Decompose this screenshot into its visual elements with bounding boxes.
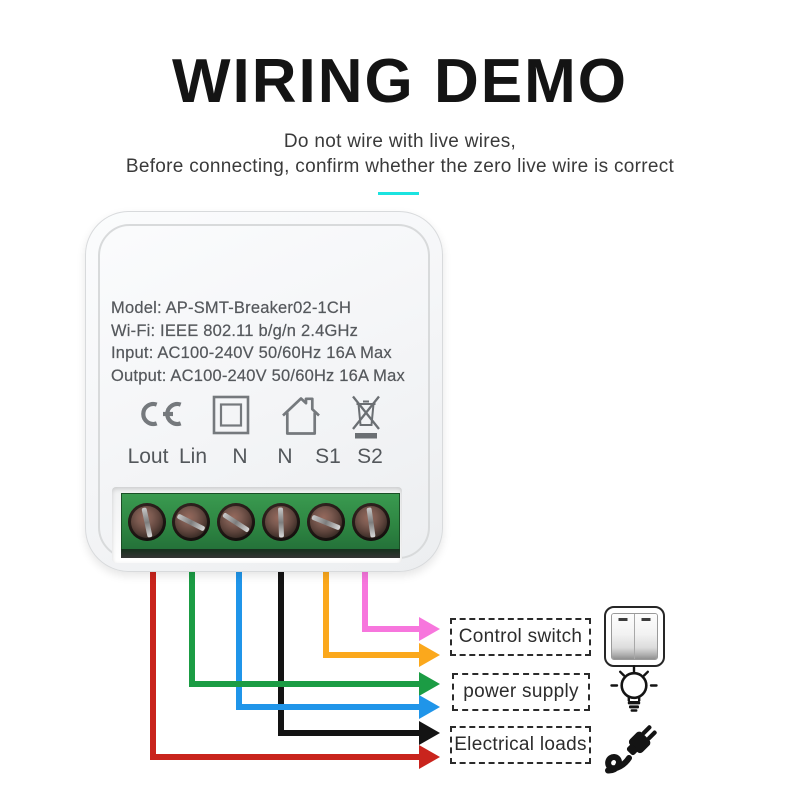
- rocker-mark: [641, 618, 651, 621]
- wire-black-arrowhead: [419, 721, 440, 745]
- terminal-screw: [217, 503, 255, 541]
- wire-red-horizontal: [150, 754, 420, 760]
- screw-slot: [176, 512, 206, 532]
- wall-switch-icon: [604, 606, 665, 667]
- cyan-accent-divider: [378, 192, 419, 195]
- wire-red-arrowhead: [419, 745, 440, 769]
- certification-icons-row: [86, 392, 442, 442]
- wire-orange-arrowhead: [419, 643, 440, 667]
- terminal-screw: [307, 503, 345, 541]
- terminal-block-shadow: [121, 549, 400, 558]
- terminal-screw: [172, 503, 210, 541]
- weee-crossed-bin-icon: [352, 395, 380, 439]
- indoor-use-house-icon: [282, 397, 320, 435]
- spec-wifi: Wi-Fi: IEEE 802.11 b/g/n 2.4GHz: [111, 321, 359, 340]
- warning-line-2: Before connecting, confirm whether the z…: [125, 156, 675, 177]
- ce-mark-icon: [141, 401, 182, 427]
- wall-switch-rockers: [611, 613, 658, 660]
- terminal-label-n1: N: [232, 445, 248, 468]
- wire-blue-horizontal: [236, 704, 420, 710]
- power-plug-icon: [605, 725, 657, 774]
- terminal-screw: [352, 503, 390, 541]
- terminal-screw: [262, 503, 300, 541]
- screw-slot: [277, 506, 285, 538]
- terminal-label-s1: S1: [315, 445, 341, 468]
- rocker-right: [635, 614, 657, 659]
- terminal-label-s2: S2: [357, 445, 383, 468]
- legend-label-electrical-loads: Electrical loads: [454, 734, 587, 755]
- wire-orange-vertical: [323, 560, 329, 658]
- terminal-label-lout: Lout: [127, 445, 169, 468]
- screw-slot: [222, 511, 250, 533]
- terminal-label-lin: Lin: [178, 445, 208, 468]
- rocker-left: [612, 614, 635, 659]
- legend-box-power-supply: power supply: [452, 673, 590, 711]
- wire-orange-horizontal: [323, 652, 420, 658]
- wire-red-vertical: [150, 560, 156, 760]
- terminal-label-n2: N: [277, 445, 293, 468]
- wire-black-horizontal: [278, 730, 420, 736]
- spec-model: Model: AP-SMT-Breaker02-1CH: [111, 299, 352, 317]
- class-ii-insulation-icon: [212, 395, 250, 435]
- wire-pink-vertical: [362, 560, 368, 632]
- legend-box-control-switch: Control switch: [450, 618, 591, 656]
- screw-slot: [141, 506, 153, 538]
- wire-blue-arrowhead: [419, 695, 440, 719]
- wire-green-horizontal: [189, 681, 420, 687]
- page-title: WIRING DEMO: [172, 47, 628, 116]
- wire-green-vertical: [189, 560, 195, 687]
- screw-slot: [311, 514, 341, 530]
- device-spec-text: Model: AP-SMT-Breaker02-1CH Wi-Fi: IEEE …: [111, 297, 421, 387]
- smart-breaker-device: Model: AP-SMT-Breaker02-1CH Wi-Fi: IEEE …: [85, 211, 443, 572]
- wire-black-vertical: [278, 560, 284, 736]
- legend-label-power-supply: power supply: [463, 681, 579, 702]
- warning-line-1: Do not wire with live wires,: [283, 131, 517, 152]
- legend-box-electrical-loads: Electrical loads: [450, 726, 591, 764]
- spec-input: Input: AC100-240V 50/60Hz 16A Max: [111, 344, 392, 362]
- legend-label-control-switch: Control switch: [458, 626, 583, 647]
- light-bulb-icon: [610, 665, 658, 712]
- wire-pink-horizontal: [362, 626, 420, 632]
- terminal-screw: [128, 503, 166, 541]
- screw-slot: [366, 506, 376, 538]
- wire-green-arrowhead: [419, 672, 440, 696]
- wire-blue-vertical: [236, 560, 242, 710]
- spec-output: Output: AC100-240V 50/60Hz 16A Max: [111, 366, 405, 385]
- rocker-mark: [618, 618, 628, 621]
- wire-pink-arrowhead: [419, 617, 440, 641]
- terminal-labels-row: Lout Lin N N S1 S2: [86, 445, 442, 473]
